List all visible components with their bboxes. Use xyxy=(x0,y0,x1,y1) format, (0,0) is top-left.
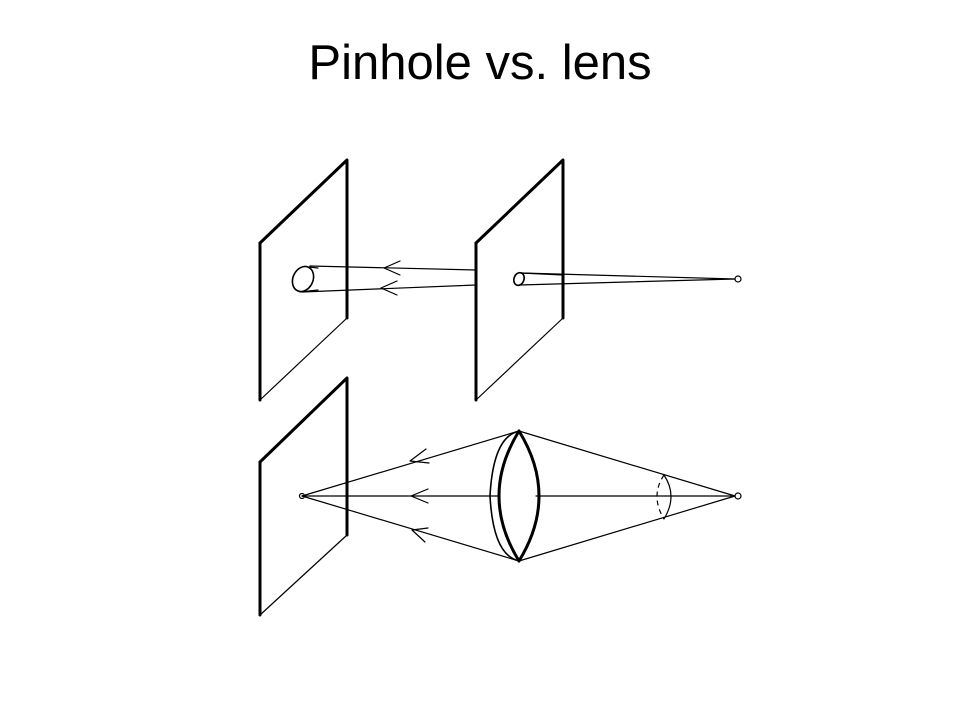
pinhole-object-point xyxy=(734,275,742,283)
pinhole-light-cone xyxy=(518,272,736,286)
lens-object-rays xyxy=(518,430,736,562)
pinhole-image-plane xyxy=(258,158,349,402)
pinhole-setup xyxy=(258,158,742,402)
lens-cone-cross-section xyxy=(656,474,672,520)
pinhole-rays xyxy=(301,260,477,296)
slide-title: Pinhole vs. lens xyxy=(308,36,652,90)
pinhole-aperture-plane xyxy=(474,158,565,402)
pinhole-blur-spot xyxy=(291,265,319,293)
convex-lens xyxy=(489,429,550,563)
lens-setup xyxy=(258,376,742,617)
lens-converging-rays xyxy=(301,430,520,562)
lens-object-point xyxy=(734,492,742,500)
